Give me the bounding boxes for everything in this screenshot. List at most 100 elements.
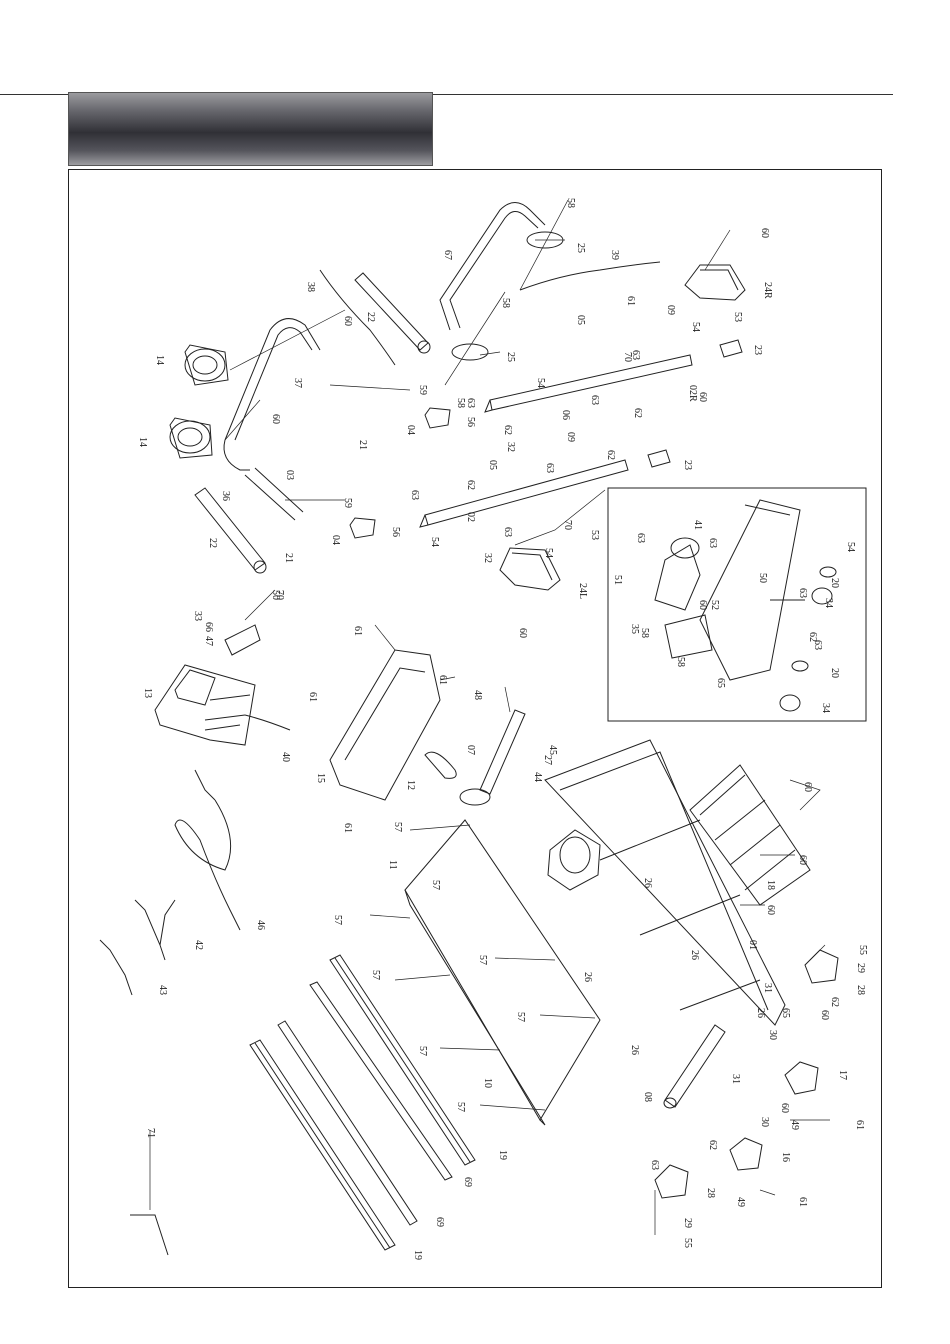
bracket-04-upper xyxy=(424,407,451,429)
part-label-p21b: 21 xyxy=(283,553,294,563)
part-label-p61g: 61 xyxy=(625,296,636,306)
part-label-p70c: 70 xyxy=(274,590,285,600)
part-label-p57f: 57 xyxy=(515,1012,526,1022)
end-cap-23-lower xyxy=(647,449,671,468)
wheel-28-upper xyxy=(804,949,839,984)
part-label-p04a: 04 xyxy=(405,425,416,435)
part-label-p71: 71 xyxy=(145,1128,156,1138)
part-label-p49b: 49 xyxy=(735,1197,746,1207)
part-label-p27: 27 xyxy=(542,755,553,765)
wire-42 xyxy=(134,899,176,961)
part-label-p52: 52 xyxy=(709,600,720,610)
handrail-67 xyxy=(439,202,546,331)
part-drawings xyxy=(99,199,867,1256)
part-label-p25b: 25 xyxy=(505,352,516,362)
motor-cover-18 xyxy=(689,764,811,906)
part-label-p60h: 60 xyxy=(819,1010,830,1020)
part-label-p59a: 59 xyxy=(417,385,428,395)
part-label-p60j: 60 xyxy=(697,392,708,402)
running-deck-10 xyxy=(404,819,601,1126)
part-label-p26c: 26 xyxy=(689,950,700,960)
part-label-p09b: 09 xyxy=(565,432,576,442)
inset-frame xyxy=(699,499,805,681)
diagram-frame xyxy=(68,169,882,1288)
part-label-p61b: 61 xyxy=(307,692,318,702)
wheel-28-lower xyxy=(654,1164,689,1199)
part-label-p04b: 04 xyxy=(330,535,341,545)
part-label-p50b: 50 xyxy=(757,573,768,583)
foam-grip-22-lower xyxy=(194,487,267,574)
cable-39 xyxy=(519,261,661,291)
part-label-p37: 37 xyxy=(292,378,303,388)
part-label-p63k: 63 xyxy=(649,1160,660,1170)
part-label-p32b: 32 xyxy=(482,553,493,563)
part-label-p50a: 50 xyxy=(270,590,281,600)
rear-cap-17 xyxy=(784,1061,819,1095)
part-label-p22b: 22 xyxy=(207,538,218,548)
part-label-p53a: 53 xyxy=(732,312,743,322)
part-label-p42: 42 xyxy=(193,940,204,950)
part-label-p08: 08 xyxy=(642,1092,653,1102)
part-label-p57h: 57 xyxy=(455,1102,466,1112)
inset-roller-20-lower xyxy=(791,660,809,672)
part-label-p61f: 61 xyxy=(797,1197,808,1207)
part-label-p62c: 62 xyxy=(605,450,616,460)
part-label-p53b: 53 xyxy=(589,530,600,540)
part-label-p36: 36 xyxy=(220,491,231,501)
part-label-p65b: 65 xyxy=(780,1008,791,1018)
part-label-p60k: 60 xyxy=(697,600,708,610)
part-label-p66: 66 xyxy=(203,622,214,632)
console-mast-14-upper xyxy=(184,344,229,386)
part-label-p54c: 54 xyxy=(429,537,440,547)
part-label-p60i: 60 xyxy=(779,1103,790,1113)
part-label-p25a: 25 xyxy=(575,243,586,253)
part-label-p26e: 26 xyxy=(629,1045,640,1055)
part-label-p63e: 63 xyxy=(409,490,420,500)
part-label-p54d: 54 xyxy=(543,548,554,558)
side-cover-24r xyxy=(684,264,746,301)
part-label-p54a: 54 xyxy=(690,322,701,332)
cable-38 xyxy=(319,269,396,366)
part-label-p20b: 20 xyxy=(829,668,840,678)
part-label-p54b: 54 xyxy=(535,378,546,388)
part-label-p57g: 57 xyxy=(417,1046,428,1056)
part-label-p31b: 31 xyxy=(730,1074,741,1084)
part-label-p55b: 55 xyxy=(682,1238,693,1248)
part-label-p69b: 69 xyxy=(434,1217,445,1227)
side-rail-69-lower xyxy=(277,1020,418,1226)
part-label-p47: 47 xyxy=(203,636,214,646)
part-label-p30a: 30 xyxy=(767,1030,778,1040)
part-label-p58b: 58 xyxy=(500,298,511,308)
lift-motor-07 xyxy=(459,709,526,806)
part-label-p26b: 26 xyxy=(582,972,593,982)
console-bracket-47 xyxy=(224,624,261,656)
part-label-p02r: 02R xyxy=(687,385,698,402)
part-label-p34a: 34 xyxy=(823,598,834,608)
part-label-p60b: 60 xyxy=(342,316,353,326)
part-label-p63a: 63 xyxy=(630,350,641,360)
part-label-p17: 17 xyxy=(837,1070,848,1080)
part-label-p62b: 62 xyxy=(502,425,513,435)
part-label-p22a: 22 xyxy=(365,312,376,322)
side-rail-19-upper xyxy=(329,954,476,1166)
cable-40 xyxy=(244,714,291,731)
main-frame-01 xyxy=(544,739,786,1026)
part-label-p70a: 70 xyxy=(622,352,633,362)
part-label-p63h: 63 xyxy=(707,538,718,548)
wire-43 xyxy=(99,939,133,996)
part-label-p02: 02 xyxy=(465,512,476,522)
part-label-p62a: 62 xyxy=(632,408,643,418)
part-label-p34b: 34 xyxy=(820,703,831,713)
part-label-p60d: 60 xyxy=(517,628,528,638)
part-label-p57e: 57 xyxy=(477,955,488,965)
drive-belt-12 xyxy=(424,751,457,779)
part-label-p57a: 57 xyxy=(392,822,403,832)
part-label-p06: 06 xyxy=(560,410,571,420)
part-label-p18: 18 xyxy=(765,880,776,890)
part-label-p30b: 30 xyxy=(759,1117,770,1127)
upright-bracket-02r xyxy=(484,354,693,413)
part-label-p28a: 28 xyxy=(855,985,866,995)
part-label-p63f: 63 xyxy=(502,527,513,537)
roller-08 xyxy=(663,1024,726,1109)
part-label-p60a: 60 xyxy=(759,228,770,238)
